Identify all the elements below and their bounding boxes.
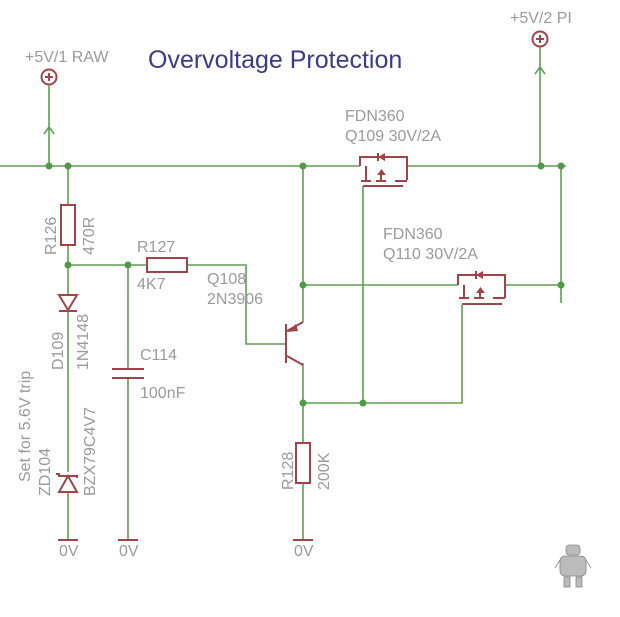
transistor-q108: Q108 2N3906	[207, 271, 304, 366]
supply-plus-icon	[531, 30, 549, 48]
supply-pi-label: +5V/2 PI	[510, 10, 572, 27]
r126-value: 470R	[81, 217, 98, 255]
ground-label: 0V	[119, 543, 139, 560]
q109-part: FDN360	[345, 108, 405, 125]
q108-name: Q108	[207, 271, 246, 288]
d109-value: 1N4148	[75, 314, 92, 370]
zd104-name: ZD104	[37, 448, 54, 496]
r127-value: 4K7	[137, 276, 166, 293]
q109-name: Q109 30V/2A	[345, 128, 441, 145]
trip-note: Set for 5.6V trip	[17, 371, 34, 482]
ground-label: 0V	[59, 543, 79, 560]
r128-name: R128	[280, 452, 297, 490]
r126-name: R126	[43, 217, 60, 255]
c114-value: 100nF	[140, 385, 186, 402]
supply-raw-label: +5V/1 RAW	[25, 49, 109, 66]
supply-plus-icon	[40, 68, 58, 86]
mosfet-q109: FDN360 Q109 30V/2A	[345, 108, 441, 187]
q108-value: 2N3906	[207, 291, 263, 308]
resistor-r127: R127 4K7	[137, 239, 188, 293]
supply-pi: +5V/2 PI	[510, 10, 572, 166]
zener-zd104: ZD104 BZX79C4V7	[37, 407, 99, 496]
q110-name: Q110 30V/2A	[383, 246, 478, 263]
resistor-r128: R128 200K	[280, 442, 333, 490]
ground-label: 0V	[294, 543, 314, 560]
r127-name: R127	[137, 239, 175, 256]
junctions	[45, 162, 565, 407]
capacitor-c114: C114 100nF	[112, 347, 186, 402]
supply-raw: +5V/1 RAW	[25, 49, 109, 166]
robot-logo	[554, 544, 592, 588]
ground-symbols: 0V 0V 0V	[58, 539, 314, 560]
schematic-title: Overvoltage Protection	[148, 46, 402, 74]
d109-name: D109	[50, 332, 67, 370]
mosfet-q110: FDN360 Q110 30V/2A	[383, 226, 506, 305]
c114-name: C114	[140, 347, 177, 364]
resistor-r126: R126 470R	[43, 204, 98, 255]
zd104-value: BZX79C4V7	[82, 407, 99, 496]
diode-d109: D109 1N4148	[50, 294, 92, 370]
r128-value: 200K	[316, 452, 333, 490]
q110-part: FDN360	[383, 226, 443, 243]
